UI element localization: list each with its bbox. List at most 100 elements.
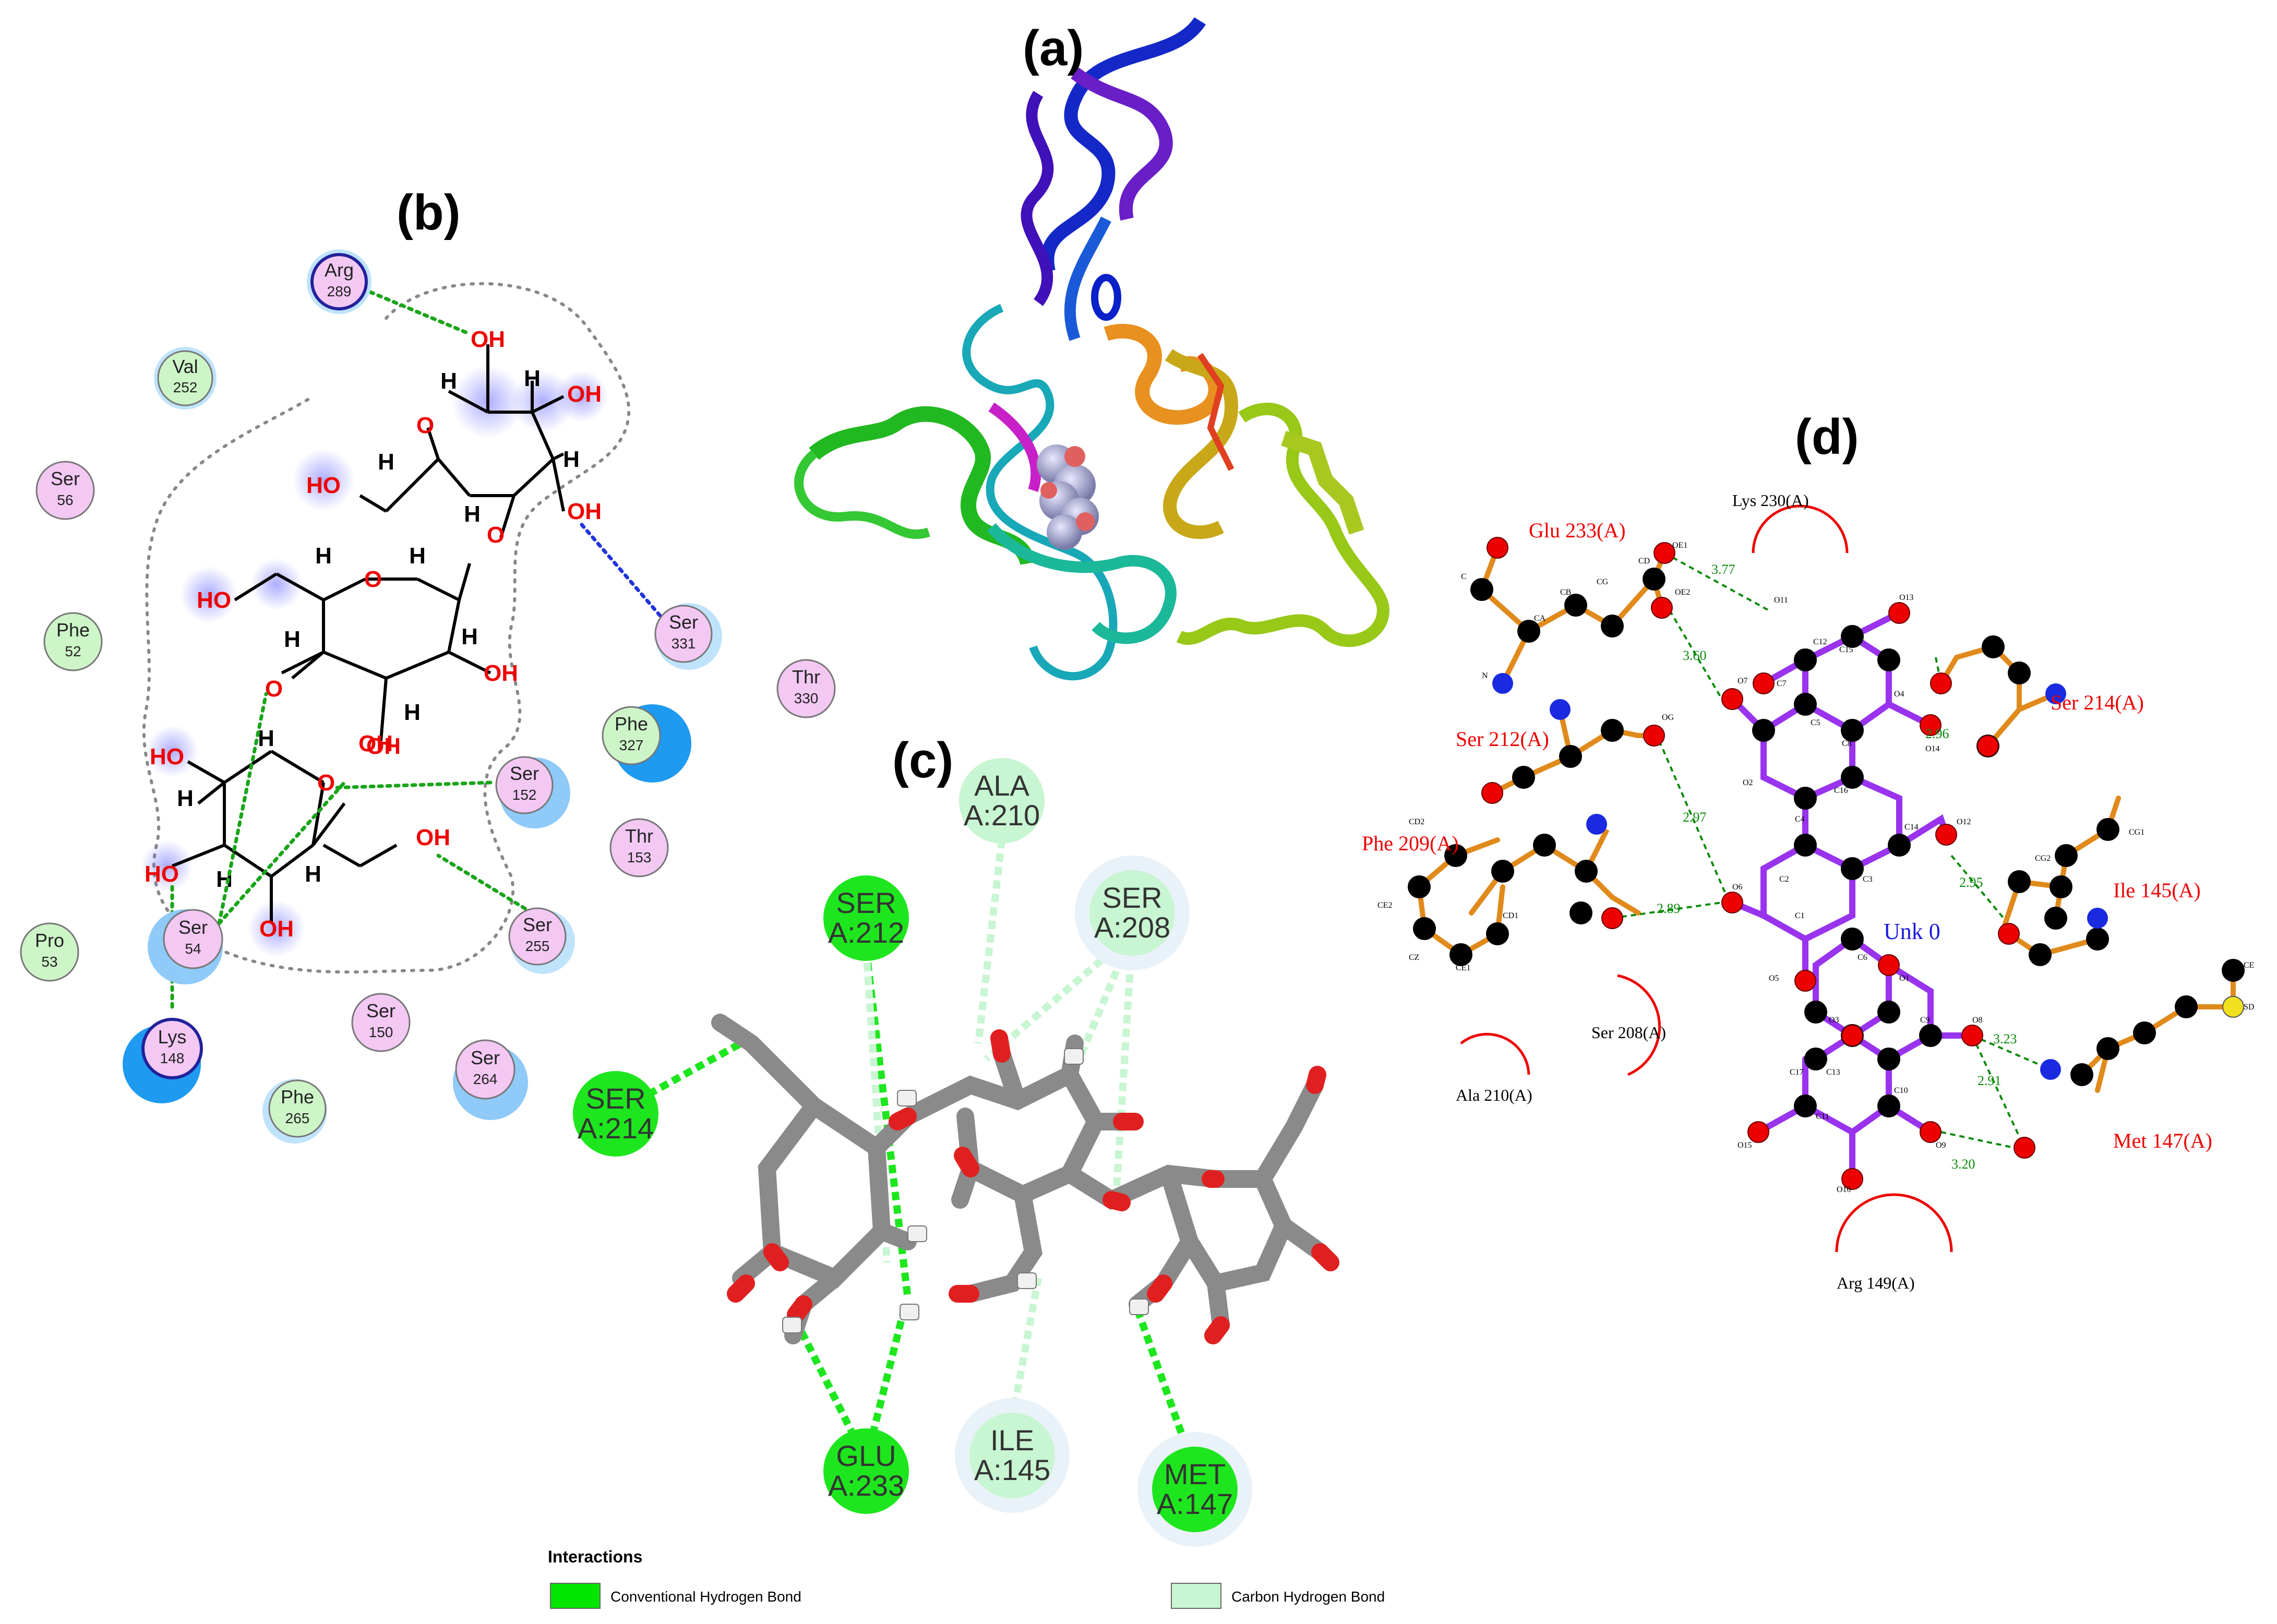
atom-h-label: H [409, 543, 426, 569]
conv-hbond-glu233-a [795, 1323, 870, 1463]
residue-disk [1152, 1447, 1238, 1532]
residue-id: A:212 [828, 916, 904, 949]
panel-b-label: (b) [397, 185, 461, 240]
residue-name: GLU [836, 1439, 896, 1472]
residue-val252: Val 252 [154, 347, 217, 410]
residue-phe265: Phe 265 [262, 1079, 327, 1144]
atom-name: N [1482, 671, 1488, 680]
residue-bubble [508, 907, 567, 966]
residue-name: Phe [281, 1086, 314, 1108]
panel-b-2d-interaction-map: (b) [20, 185, 836, 1144]
atom-name: C7 [1777, 679, 1787, 688]
sulfur-atom [2222, 996, 2244, 1018]
hbond-distance: 2.89 [1657, 901, 1681, 916]
atom-name: C5 [1811, 718, 1820, 727]
residue-pro53: Pro 53 [20, 922, 79, 982]
strand-magenta [988, 402, 1041, 492]
residue-name: Val [172, 356, 198, 377]
residue-number: 327 [619, 737, 644, 753]
residue-c-ser214: SER A:214 [573, 1071, 658, 1157]
atom-name: C6 [1857, 953, 1867, 962]
hetero-atoms [1492, 673, 2244, 1080]
solvent-exposure-halo [292, 449, 355, 511]
conv-hbond-glu233-b [862, 1314, 906, 1462]
loop-cyan [962, 304, 1118, 681]
hydrophobic-arcs [1460, 504, 1953, 1253]
residue-name: Phe [615, 713, 648, 735]
atom-name: C1 [1795, 911, 1805, 920]
carbon-hbond-ile145 [1009, 1277, 1042, 1420]
hbond-distance: 2.95 [1959, 875, 1983, 890]
hbond-distance: 3.20 [1951, 1157, 1975, 1172]
residue-name: Ser [51, 468, 80, 489]
helix-blue-top [1040, 17, 1206, 273]
solvent-exposure-halo [180, 566, 237, 623]
residue-name: Ser [669, 611, 698, 633]
atom-h-label: H [305, 861, 321, 887]
residue-ser152: Ser 152 [495, 756, 570, 828]
residue-name: Thr [625, 825, 653, 847]
hbond-ser54-a [217, 692, 268, 925]
residue-name: SER [585, 1082, 645, 1115]
residue-name: Lys [158, 1026, 187, 1048]
residue-number: 252 [173, 379, 198, 395]
residue-bubble [35, 461, 95, 520]
residue-bubble [609, 818, 669, 877]
hbond-ser331 [577, 520, 662, 618]
atom-name: CE2 [1377, 901, 1392, 910]
legend-label-conventional: Conventional Hydrogen Bond [610, 1589, 801, 1605]
atom-name: O1 [1899, 974, 1910, 983]
residue-number: 331 [672, 635, 696, 652]
residue-arg289: Arg 289 [307, 249, 371, 314]
nitrogen-atom [2040, 1059, 2061, 1080]
ligand-oxygen-sphere [1064, 446, 1085, 467]
residue-ser150: Ser 150 [351, 993, 411, 1052]
residue-id: A:147 [1157, 1487, 1233, 1520]
atom-name: CG1 [2129, 828, 2144, 837]
panel-a-label: (a) [1023, 20, 1084, 76]
strand-red [1197, 353, 1235, 471]
atom-oh-label: OH [358, 731, 393, 756]
residue-disk [1089, 870, 1175, 956]
atom-name: C12 [1813, 637, 1827, 646]
residue-name: Phe [56, 619, 90, 641]
residue-bubble [654, 605, 713, 663]
panel-c-3d-interaction-view: (c) [573, 732, 1339, 1547]
atom-name: C [1461, 572, 1467, 581]
ligplot-hbonds [1612, 552, 2051, 1149]
residue-id: A:214 [578, 1112, 654, 1145]
atom-name: CB [1560, 588, 1571, 597]
atom-h-label: H [315, 543, 332, 569]
atom-name: C3 [1863, 875, 1873, 884]
atom-h-label: H [258, 726, 274, 751]
residue-c-ser212: SER A:212 [823, 875, 909, 961]
atom-ho-label: HO [145, 861, 179, 887]
ligand-atom-sphere [1047, 514, 1082, 550]
residue-number: 52 [65, 643, 81, 659]
ligplot-hydrophobic-lys230: Lys 230(A) [1732, 491, 1809, 510]
atom-name: CD2 [1409, 817, 1424, 826]
residue-c-glu233: GLU A:233 [823, 1428, 909, 1514]
hbond-ser152 [332, 780, 493, 790]
atom-name: O2 [1743, 778, 1753, 787]
residue-id: A:145 [974, 1453, 1050, 1486]
carbon-hbond-ser208-b [1071, 932, 1136, 1071]
panel-d-ligplot: (d) [1362, 409, 2254, 1292]
ligplot-residue-ser214: Ser 214(A) [2051, 691, 2144, 714]
helix-yellow [1163, 348, 1239, 539]
arc-ser208 [1617, 974, 1661, 1076]
atom-name: O13 [1899, 593, 1914, 602]
atom-ho-label: HO [150, 744, 184, 769]
atom-oh-label: OH [567, 499, 602, 524]
ligand-bonds [1729, 610, 1975, 1182]
residue-number: 53 [41, 954, 57, 970]
atom-name: C8 [1842, 739, 1852, 748]
atom-name: C14 [1904, 823, 1919, 832]
coil-blue [1091, 274, 1121, 321]
arc-ala210 [1460, 1032, 1530, 1075]
atom-name: O7 [1737, 677, 1748, 685]
residue-bubble [776, 659, 836, 718]
solvent-exposure-halo [250, 558, 303, 610]
atom-name: O14 [1925, 744, 1940, 753]
